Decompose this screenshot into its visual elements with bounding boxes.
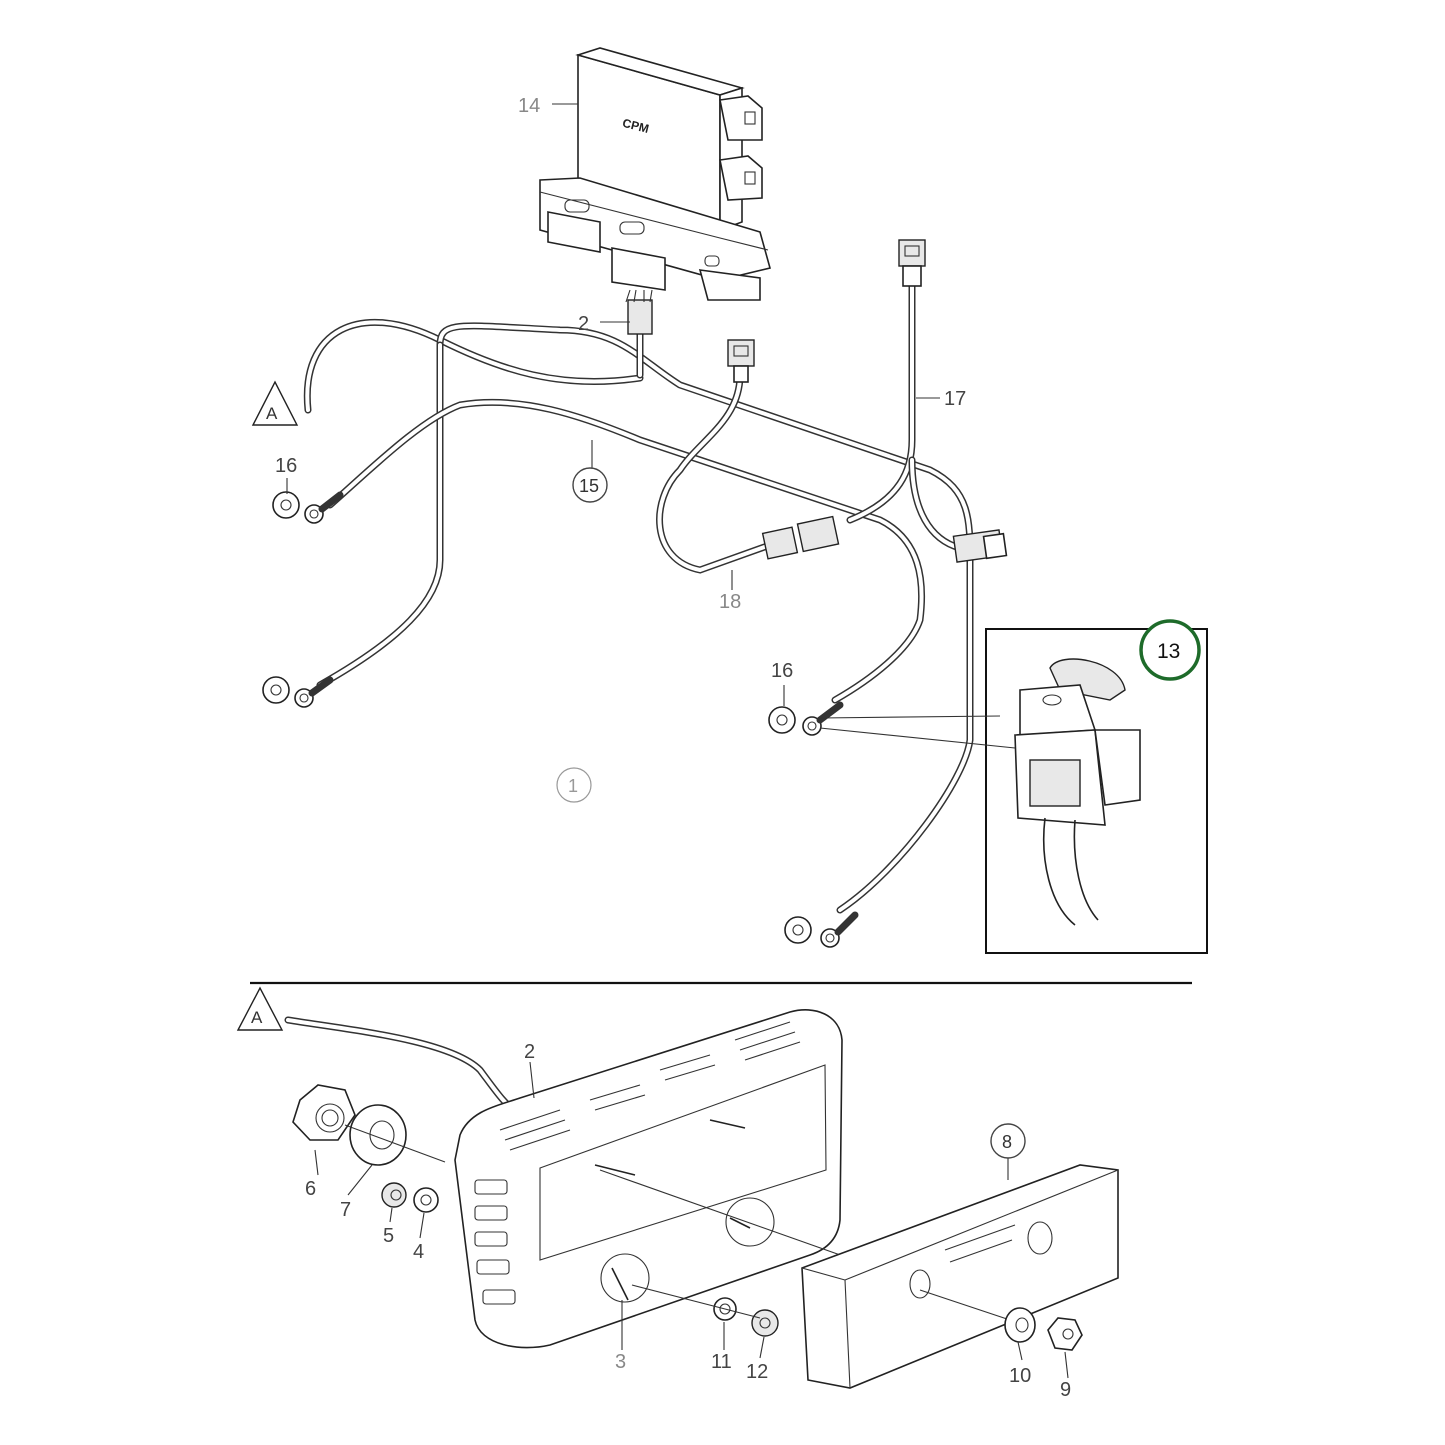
callout-2-bottom: 2 (524, 1041, 535, 1063)
callout-6: 6 (305, 1178, 316, 1200)
washer-7 (349, 1104, 407, 1166)
callout-12: 12 (746, 1361, 768, 1383)
leader-lines (286, 103, 1069, 1379)
nut-5 (381, 1182, 407, 1208)
cover-plate-8 (801, 1164, 1119, 1389)
callout-1: 1 (556, 767, 592, 803)
washer-10 (1004, 1307, 1036, 1343)
callout-13-highlighted: 13 (1139, 619, 1201, 681)
callout-18: 18 (719, 591, 741, 613)
callout-10: 10 (1009, 1365, 1031, 1387)
reference-triangle-a-bottom: A (236, 986, 284, 1031)
callout-8: 8 (990, 1123, 1026, 1159)
main-wiring-harness (303, 281, 974, 914)
callout-labels: 14 2 A 16 15 17 18 16 13 1 A 2 6 7 5 (236, 95, 1201, 1401)
callout-17: 17 (944, 388, 966, 410)
svg-text:13: 13 (1157, 640, 1180, 663)
svg-text:8: 8 (1002, 1132, 1012, 1152)
cpm-control-module: CPM (539, 47, 771, 301)
ring-terminal-bottom (784, 911, 859, 948)
svg-text:1: 1 (568, 776, 578, 796)
callout-9: 9 (1060, 1379, 1071, 1401)
reference-triangle-a-top: A (251, 380, 299, 426)
callout-14: 14 (518, 95, 540, 117)
callout-7: 7 (340, 1199, 351, 1221)
washer-4 (413, 1187, 439, 1213)
cpm-module-label: CPM (621, 116, 650, 136)
callout-4: 4 (413, 1241, 424, 1263)
nut-9 (1047, 1317, 1083, 1351)
svg-text:A: A (251, 1008, 263, 1027)
hex-nut-6 (292, 1084, 356, 1141)
harness-connectors (727, 239, 1008, 563)
callout-11: 11 (711, 1351, 732, 1373)
cpm-housing-cover (284, 1009, 843, 1349)
ring-terminal-middle-right (768, 701, 844, 736)
ring-terminal-upper-left (272, 491, 344, 524)
nut-12 (751, 1309, 779, 1337)
callout-16-left: 16 (275, 455, 297, 477)
callout-15: 15 (572, 467, 608, 503)
callout-16-right: 16 (771, 660, 793, 682)
callout-2-top: 2 (578, 313, 589, 335)
svg-text:A: A (266, 404, 278, 423)
ring-terminal-lower-left (262, 676, 334, 708)
callout-3: 3 (615, 1351, 626, 1373)
callout-5: 5 (383, 1225, 394, 1247)
svg-text:15: 15 (579, 476, 599, 496)
detail-box-connector-13 (819, 628, 1208, 954)
